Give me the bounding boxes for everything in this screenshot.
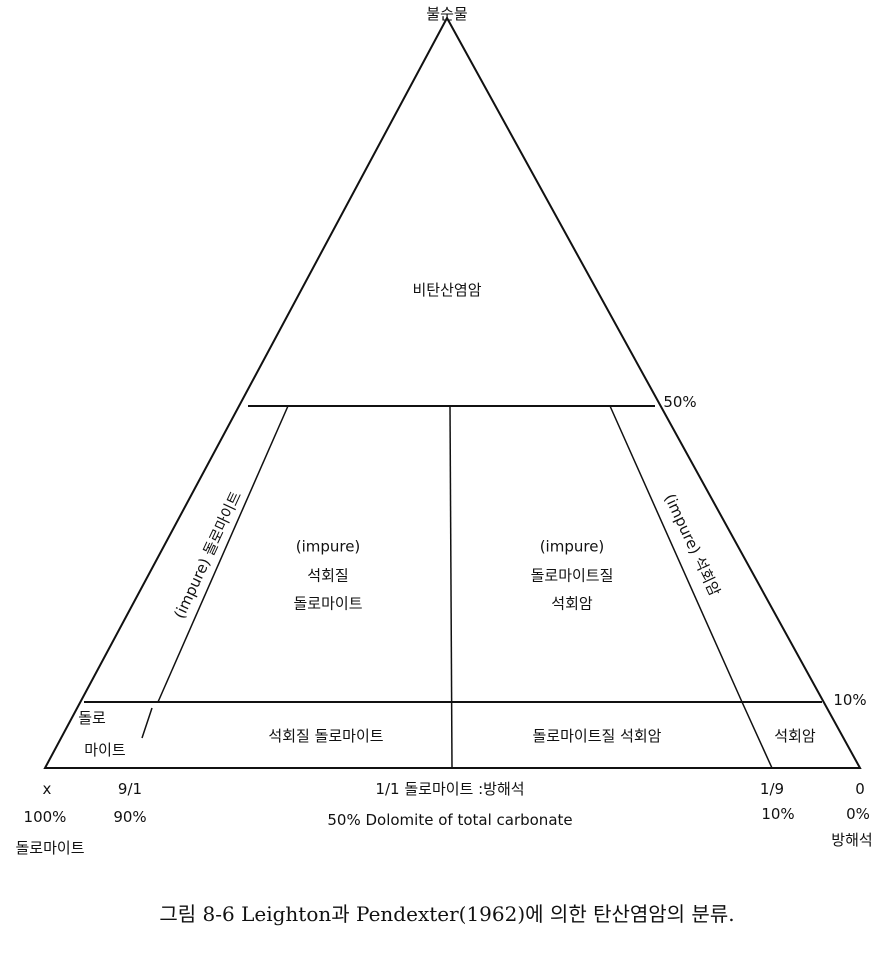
label-line: (impure)	[295, 537, 361, 556]
label-line: 돌로마이트질	[530, 565, 614, 584]
axis-9-1: 9/1	[117, 779, 143, 798]
figure-caption: 그림 8-6 Leighton과 Pendexter(1962)에 의한 탄산염…	[159, 902, 735, 926]
left-inner-divider	[157, 405, 289, 703]
label-line: 석회암	[551, 594, 593, 613]
limestone-label: 석회암	[774, 726, 816, 745]
axis-0: 0	[855, 779, 865, 798]
right-inner-divider	[609, 405, 743, 703]
dolomite-label-1: 돌로	[78, 708, 106, 727]
top-region-label: 비탄산염암	[412, 280, 482, 299]
axis-1-9: 1/9	[759, 779, 785, 798]
label-line: 석회질	[307, 565, 349, 584]
axis-left-end: 돌로마이트	[15, 838, 85, 857]
axis-90pct: 90%	[113, 807, 147, 826]
axis-1-1: 1/1 돌로마이트 :방해석	[375, 779, 525, 798]
triangle-outline	[43, 15, 862, 769]
pct-50-label: 50%	[663, 392, 697, 411]
left-inner-divider-lower	[141, 707, 153, 739]
axis-10pct: 10%	[761, 804, 795, 823]
axis-x: x	[42, 779, 52, 798]
axis-0pct: 0%	[846, 804, 870, 823]
calcitic-dolomite-label: 석회질 돌로마이트	[268, 726, 384, 745]
right-inner-divider-lower	[741, 701, 773, 769]
axis-100pct: 100%	[23, 807, 67, 826]
pct-10-label: 10%	[833, 690, 867, 709]
apex-label: 불순물	[426, 4, 468, 23]
label-line: (impure)	[539, 537, 605, 556]
axis-right-end: 방해석	[831, 830, 873, 849]
axis-50pct: 50% Dolomite of total carbonate	[327, 810, 573, 829]
dolomitic-limestone-label: 돌로마이트질 석회암	[532, 726, 662, 745]
label-line: 돌로마이트	[293, 594, 363, 613]
dolomite-label-2: 마이트	[84, 740, 126, 759]
center-divider	[449, 405, 453, 769]
